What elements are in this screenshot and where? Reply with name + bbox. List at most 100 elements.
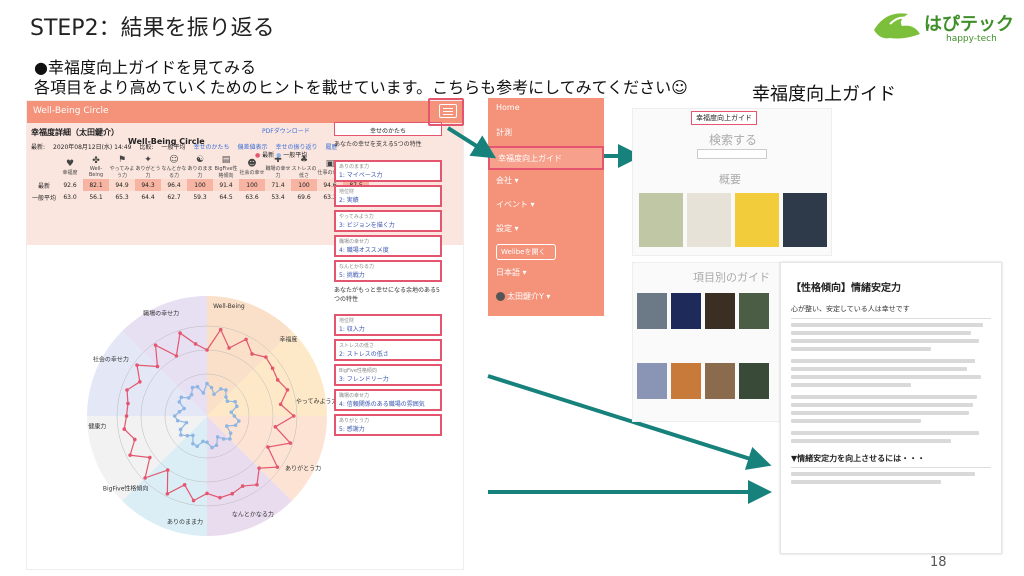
guide-label: 幸福度向上ガイド [752, 84, 896, 105]
latest-series-point [270, 366, 275, 371]
latest-series-point [174, 354, 179, 358]
article-title: 【性格傾向】情緒安定力 [791, 283, 901, 294]
nav-item-language[interactable]: 日本語 ▾ [496, 268, 527, 277]
nav-item-guide[interactable]: 幸福度向上ガイド [488, 146, 604, 170]
category-label: 幸福度 [62, 169, 78, 176]
latest-series-point [148, 455, 152, 460]
latest-series-point [191, 498, 196, 503]
side-item-label: 2: 実績 [339, 197, 359, 204]
link-rireki[interactable]: 履歴 [325, 144, 338, 151]
arrow-to-article-1 [487, 374, 772, 470]
search-input[interactable] [697, 149, 767, 159]
category-8: ✚職場の幸せ力 [265, 155, 291, 179]
table-cell: 65.3 [115, 193, 129, 201]
thumbnail-image[interactable] [739, 363, 769, 399]
thumbnail-image[interactable] [739, 293, 769, 329]
average-series-point [189, 392, 194, 397]
side-item-label: 3: ビジョンを描く力 [339, 222, 395, 229]
average-series-point [224, 424, 229, 428]
link-furikaeri[interactable]: 幸せの振り返り [275, 144, 318, 151]
nav-item-event[interactable]: イベント ▾ [496, 200, 535, 209]
average-series-point [205, 381, 209, 386]
category-2: ⚑やってみよう力 [109, 155, 135, 179]
wheel-sector [87, 331, 207, 416]
latest-series-point [275, 378, 280, 382]
thumbnail-image[interactable] [671, 363, 701, 399]
average-series-point [228, 437, 232, 441]
compare-label: 比較: [139, 144, 154, 151]
average-series-point [201, 391, 206, 395]
thumbnail-image[interactable] [783, 193, 827, 247]
average-series-point [190, 385, 195, 390]
guide-header: 幸福度向上ガイド [691, 111, 757, 125]
hamburger-menu-icon[interactable] [439, 104, 457, 118]
thumbnail-image[interactable] [637, 363, 667, 399]
latest-series-point [155, 364, 160, 369]
side-item-category: ありのまま力 [339, 164, 370, 170]
user-name: 太田鍵介Y ▾ [507, 292, 551, 301]
thumbnail-image[interactable] [637, 293, 667, 329]
nav-item-home[interactable]: Home [496, 103, 520, 112]
average-series-point [233, 423, 238, 428]
latest-series-point [138, 379, 142, 384]
side-item-label: 5: 感謝力 [339, 426, 365, 433]
nav-item-company[interactable]: 会社 ▾ [496, 176, 519, 185]
category-9: ♣ストレスの低さ [291, 155, 317, 179]
latest-series-point [125, 388, 129, 392]
average-series-point [172, 414, 177, 418]
stress-icon: ♣ [299, 155, 309, 165]
table-cell: 63.3 [323, 193, 337, 201]
latest-series-point [244, 337, 248, 342]
average-series-point [205, 440, 209, 445]
thumbnail-image[interactable] [687, 193, 731, 247]
thumbnail-image[interactable] [671, 293, 701, 329]
average-series-point [210, 445, 214, 450]
wheel-label: 健康力 [88, 423, 106, 431]
nav-item-settings[interactable]: 設定 ▾ [496, 224, 519, 233]
row-label: 一般平均 [31, 194, 56, 202]
side-header[interactable]: 幸せのかたち [334, 122, 442, 136]
wheel-label: 幸福度 [279, 335, 297, 343]
wheel-sector [122, 296, 207, 416]
side-item-category: なんとかなる力 [339, 264, 375, 270]
latest-series-point [153, 343, 158, 347]
open-welibe-button[interactable]: Welibeを開く [496, 244, 556, 260]
latest-series-point [266, 445, 270, 449]
nav-item-measure[interactable]: 計測 [496, 128, 512, 137]
average-series-point [225, 399, 230, 404]
link-hensachi[interactable]: 偏差値表示 [237, 144, 268, 151]
thumbnail-image[interactable] [735, 193, 779, 247]
thumbnail-image[interactable] [639, 193, 683, 247]
nav-item-user[interactable]: 太田鍵介Y ▾ [488, 286, 604, 310]
pdf-download-link[interactable]: PDFダウンロード [262, 128, 310, 135]
clover-icon: ✤ [92, 156, 100, 166]
average-series-point [201, 439, 205, 444]
latest-series-point [205, 348, 209, 352]
wheel-label: ありがとう力 [285, 464, 321, 472]
table-cell: 92.6 [63, 181, 77, 189]
wheel-label: Well-Being [213, 303, 245, 310]
date-value[interactable]: 2020年08月12日(水) 14:49 [53, 144, 132, 151]
thumbnail-image[interactable] [705, 293, 735, 329]
overview-heading: 概要 [719, 173, 741, 186]
compare-value[interactable]: 一般平均 [161, 144, 186, 151]
category-label: ストレスの低さ [291, 166, 317, 179]
category-label: 仕事の幸せ [317, 169, 343, 176]
average-series-point [184, 420, 189, 425]
average-series-point [191, 433, 195, 438]
bigfive-icon: ▤ [221, 155, 231, 165]
category-label: やってみよう力 [109, 166, 135, 179]
link-shiawase-katachi[interactable]: 幸せのかたち [193, 144, 230, 151]
thumbnail-image[interactable] [705, 363, 735, 399]
